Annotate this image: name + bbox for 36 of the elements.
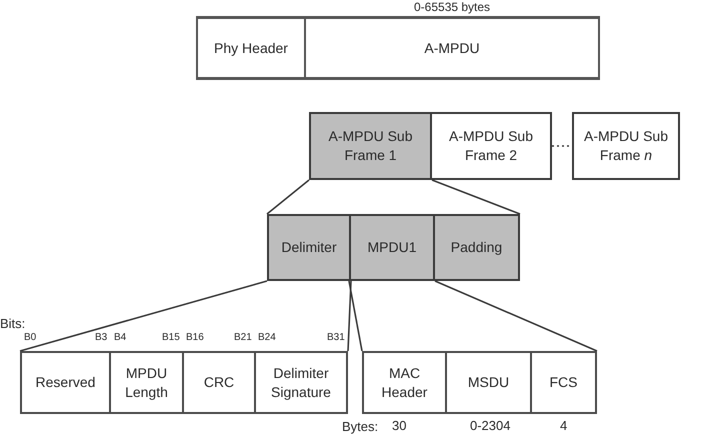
bit-position-label: B31 [327, 333, 345, 343]
size-label: 0-65535 bytes [414, 0, 490, 14]
bits-caption: Bits: [0, 316, 26, 331]
bit-position-label: B15 [162, 333, 180, 343]
frame-field: MAC Header [362, 351, 447, 414]
frame-field: FCS [530, 351, 597, 414]
bytes-caption: Bytes: [342, 419, 378, 434]
frame-field: MPDU Length [109, 351, 184, 414]
bit-position-label: B0 [24, 333, 36, 343]
frame-field: A-MPDU Sub Frame 2 [430, 112, 552, 180]
frame-field: Delimiter Signature [254, 351, 348, 414]
expansion-line [348, 280, 363, 352]
frame-field: A-MPDU Sub Frame 1 [309, 112, 432, 180]
expansion-line [20, 280, 268, 352]
bit-position-label: B24 [258, 333, 276, 343]
frame-field: Reserved [20, 351, 111, 414]
byte-count-label: 0-2304 [470, 418, 510, 433]
frame-field: Padding [433, 214, 520, 281]
expansion-line [347, 280, 352, 352]
bit-position-label: B4 [114, 333, 126, 343]
frame-field: Phy Header [196, 16, 306, 80]
frame-field: MSDU [445, 351, 532, 414]
frame-field: A-MPDU [304, 16, 600, 80]
expansion-line [432, 179, 520, 215]
bit-position-label: B16 [186, 333, 204, 343]
frame-field: MPDU1 [349, 214, 435, 281]
expansion-line [266, 179, 310, 215]
bit-position-label: B21 [234, 333, 252, 343]
frame-field: Delimiter [267, 214, 351, 281]
frame-field: CRC [182, 351, 256, 414]
frame-field: A-MPDU Sub Frame n [572, 112, 680, 180]
dotted-connector [552, 145, 572, 147]
byte-count-label: 4 [560, 418, 568, 433]
expansion-line [434, 280, 598, 352]
bit-position-label: B3 [95, 333, 108, 343]
byte-count-label: 30 [392, 418, 406, 433]
